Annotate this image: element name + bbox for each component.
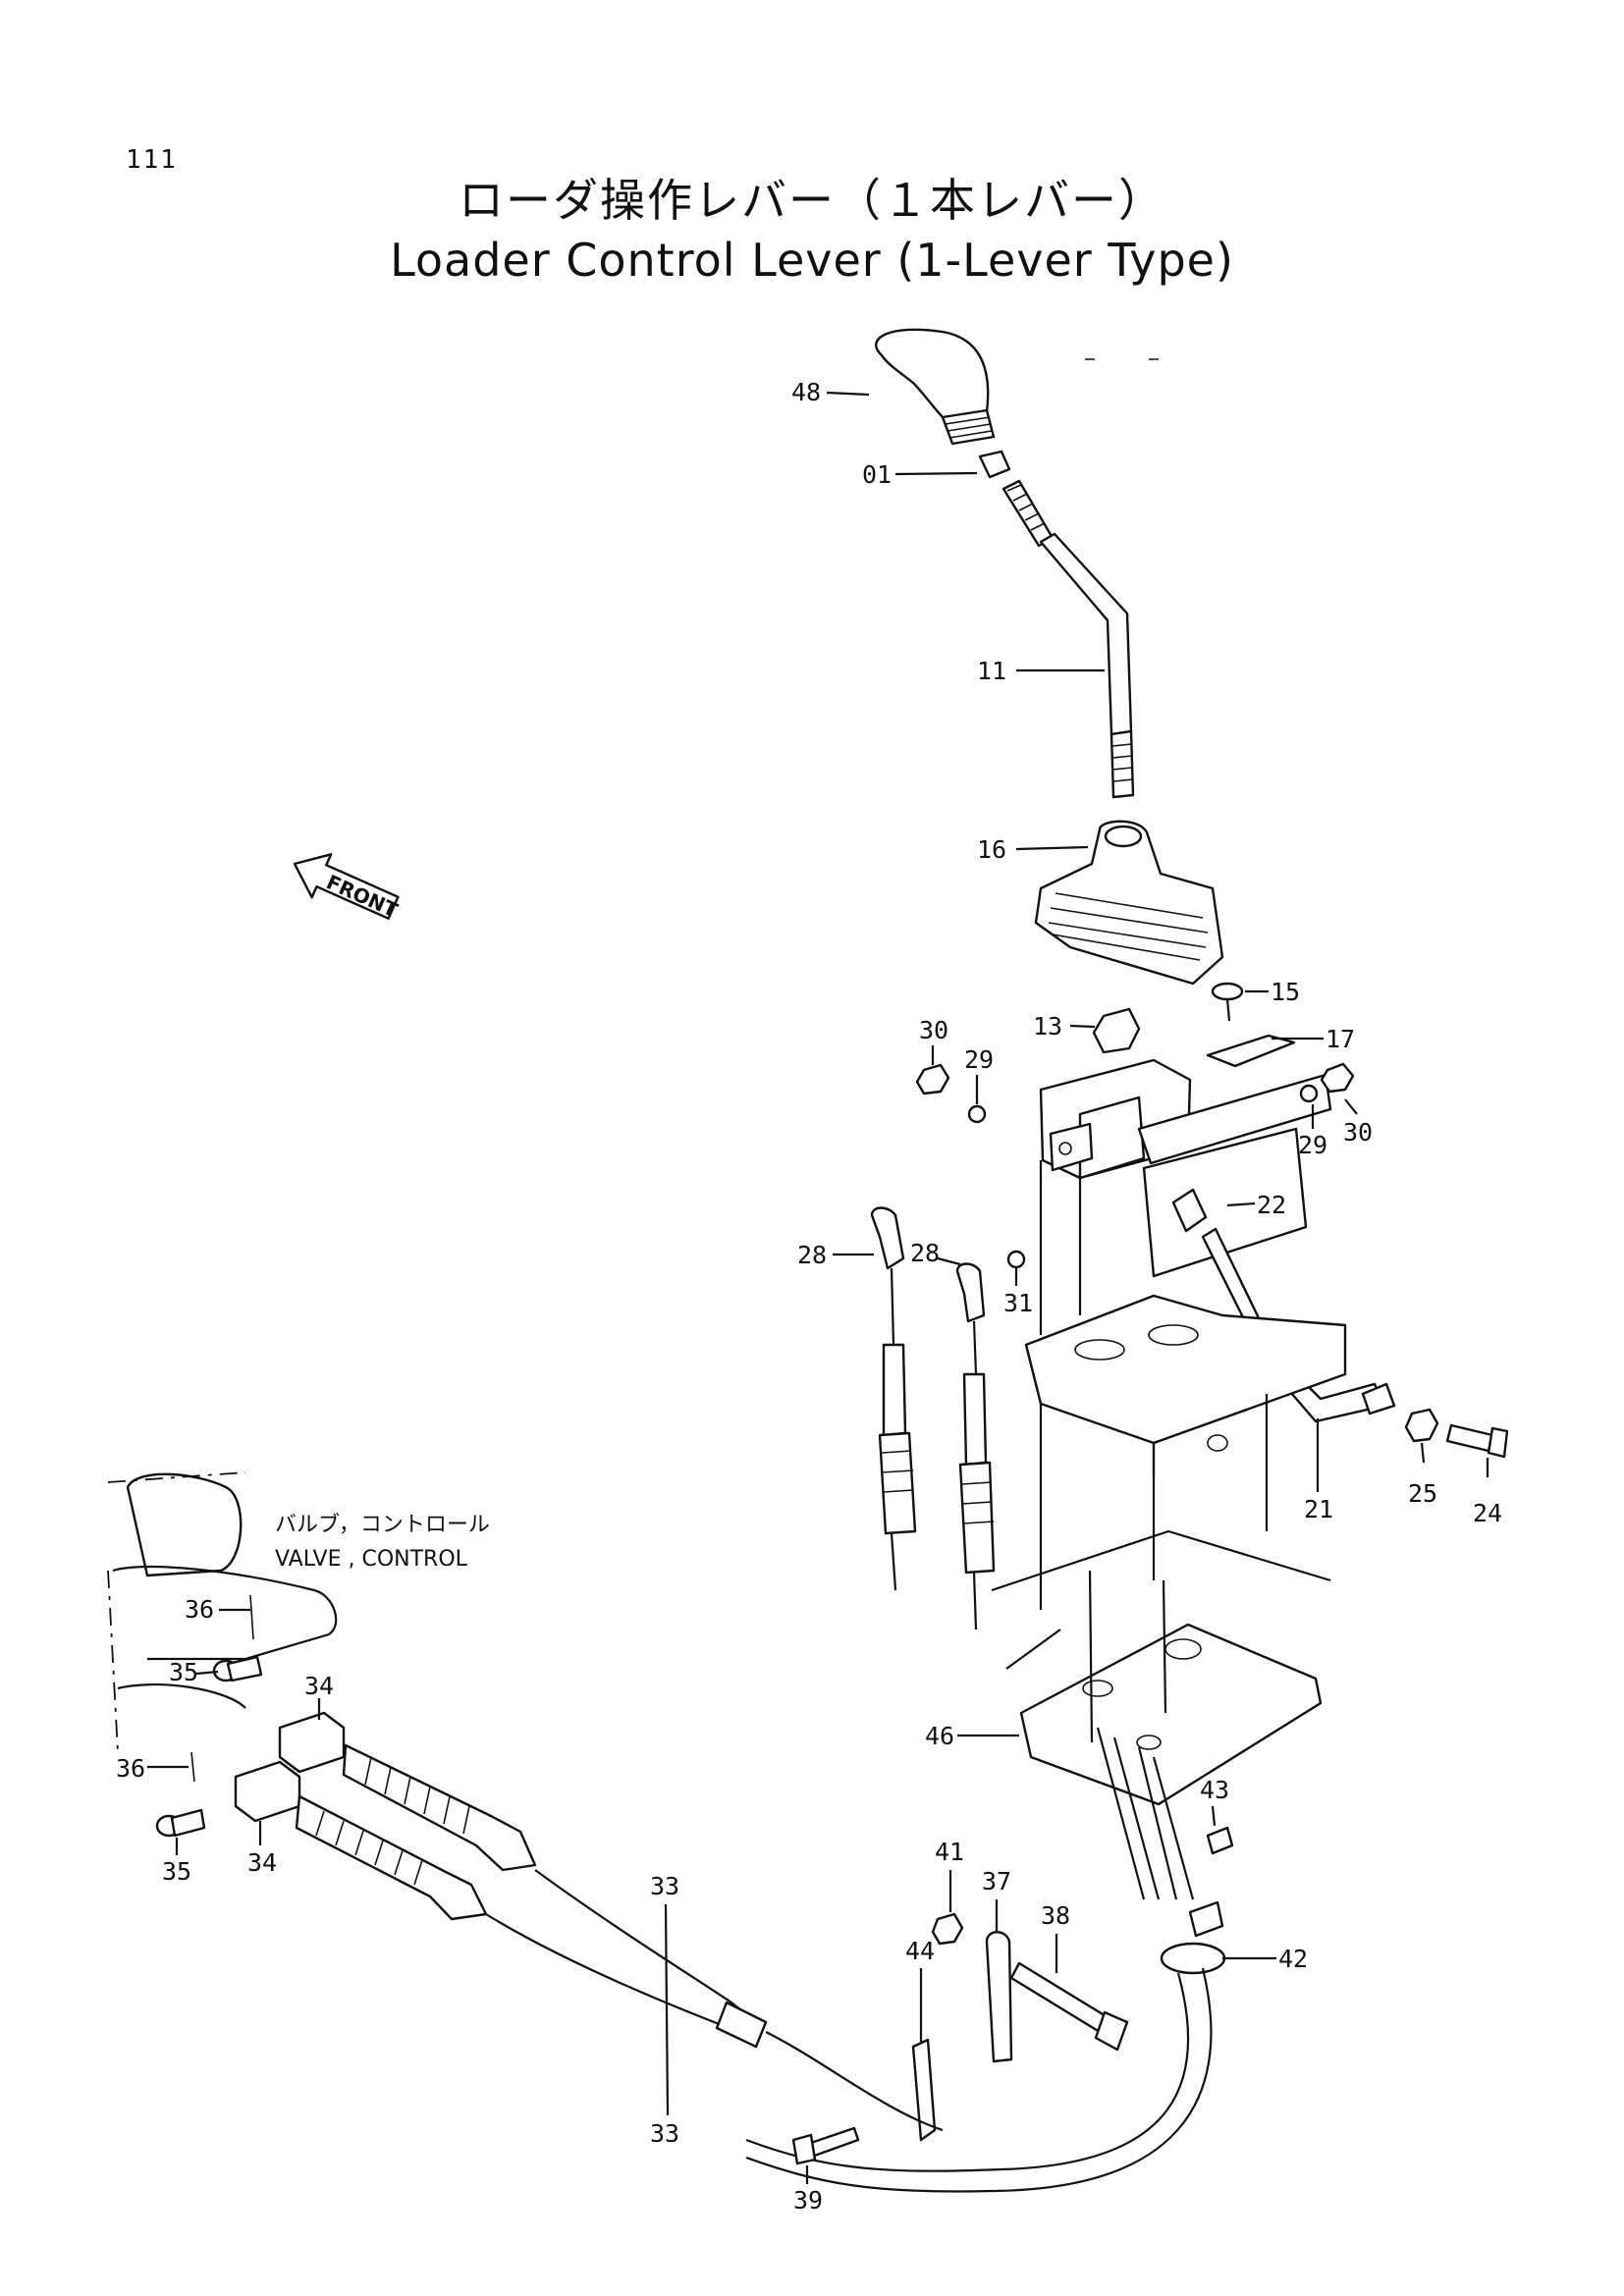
part-label-41: 41 (935, 1838, 964, 1866)
pin-35-lower (155, 1808, 206, 1838)
part-label-36-lower: 36 (116, 1754, 145, 1783)
part-label-24: 24 (1473, 1499, 1502, 1527)
valve-note-english: VALVE , CONTROL (275, 1547, 468, 1572)
washer-31 (1006, 1250, 1026, 1269)
screw-15 (1211, 982, 1244, 1022)
nut-13 (1092, 1007, 1141, 1054)
cable-rods (878, 1343, 996, 1630)
part-label-39: 39 (793, 2186, 823, 2215)
bolt-38 (1009, 1961, 1129, 2052)
base-frame (991, 1294, 1347, 1670)
ball-joint-28-right (955, 1262, 986, 1375)
part-labels: 48 01 11 16 15 17 13 30 29 30 29 22 28 2… (116, 378, 1502, 2215)
part-label-33-upper: 33 (650, 1872, 679, 1900)
control-valve (107, 1471, 338, 1753)
part-label-29-left: 29 (964, 1045, 994, 1074)
lock-nut (978, 450, 1011, 479)
part-label-35-upper: 35 (169, 1658, 198, 1686)
nut-30-left (915, 1063, 950, 1095)
part-label-38: 38 (1041, 1901, 1070, 1930)
part-label-28-right: 28 (910, 1239, 940, 1267)
part-label-21: 21 (1304, 1495, 1333, 1523)
nut-30-right (1320, 1062, 1355, 1094)
part-label-30-right: 30 (1343, 1118, 1373, 1147)
snap-ring-29-left (967, 1104, 987, 1124)
lever-knob (875, 328, 996, 446)
part-label-29-right: 29 (1298, 1131, 1327, 1159)
page-number: 111 (126, 145, 178, 175)
front-arrow-label: FRONT (323, 870, 402, 922)
part-label-31: 31 (1003, 1289, 1033, 1317)
bolt-24 (1445, 1423, 1509, 1459)
part-label-43: 43 (1200, 1776, 1229, 1804)
part-label-37: 37 (982, 1867, 1011, 1896)
clamp-44 (911, 2038, 937, 2142)
part-label-46: 46 (925, 1722, 954, 1750)
part-label-30-left: 30 (919, 1016, 948, 1044)
front-arrow-icon: FRONT (293, 853, 402, 922)
part-label-11: 11 (977, 657, 1006, 685)
snap-ring-29-right (1299, 1084, 1319, 1103)
nut-25 (1404, 1408, 1439, 1443)
mounting-plate-46 (1019, 1570, 1323, 1806)
part-label-34-upper: 34 (304, 1672, 334, 1700)
part-label-42: 42 (1278, 1945, 1308, 1973)
part-label-48: 48 (791, 378, 821, 406)
part-label-44: 44 (905, 1937, 935, 1965)
part-label-13: 13 (1033, 1012, 1062, 1041)
page-title-japanese: ローダ操作レバー（１本レバー） (459, 174, 1165, 227)
joint-22 (1171, 1188, 1208, 1233)
part-label-28-left: 28 (797, 1241, 827, 1269)
leader-lines (147, 391, 1489, 2184)
valve-note-japanese: バルブ，コントロール (275, 1513, 490, 1537)
ball-joint-28-left (870, 1206, 905, 1346)
part-label-17: 17 (1326, 1025, 1355, 1053)
rubber-boot (1034, 820, 1224, 986)
retainer-plate (1206, 1034, 1296, 1068)
bolt-39 (791, 2126, 860, 2165)
nut-41 (931, 1912, 964, 1946)
push-pull-cables-33 (295, 1743, 944, 2132)
clevis-34-upper (278, 1711, 346, 1774)
part-label-34-lower: 34 (247, 1848, 277, 1877)
part-label-36-upper: 36 (185, 1595, 214, 1624)
lever-bracket (1039, 1058, 1332, 1335)
page-title-english: Loader Control Lever (1-Lever Type) (390, 234, 1234, 287)
split-pin-36-lower (190, 1751, 195, 1783)
part-label-35-lower: 35 (162, 1857, 191, 1886)
part-label-01: 01 (862, 460, 892, 489)
clevis-34-lower (234, 1760, 301, 1823)
control-lever-rod (1001, 479, 1135, 799)
cable-bundle (745, 1727, 1234, 2193)
bracket-37 (985, 1931, 1013, 2063)
part-label-15: 15 (1271, 978, 1300, 1006)
split-pin-36-upper (249, 1594, 254, 1640)
part-label-33-lower: 33 (650, 2119, 679, 2148)
part-label-22: 22 (1257, 1191, 1286, 1219)
part-label-16: 16 (977, 835, 1006, 864)
pin-35-upper (212, 1655, 263, 1682)
part-label-25: 25 (1408, 1479, 1437, 1508)
